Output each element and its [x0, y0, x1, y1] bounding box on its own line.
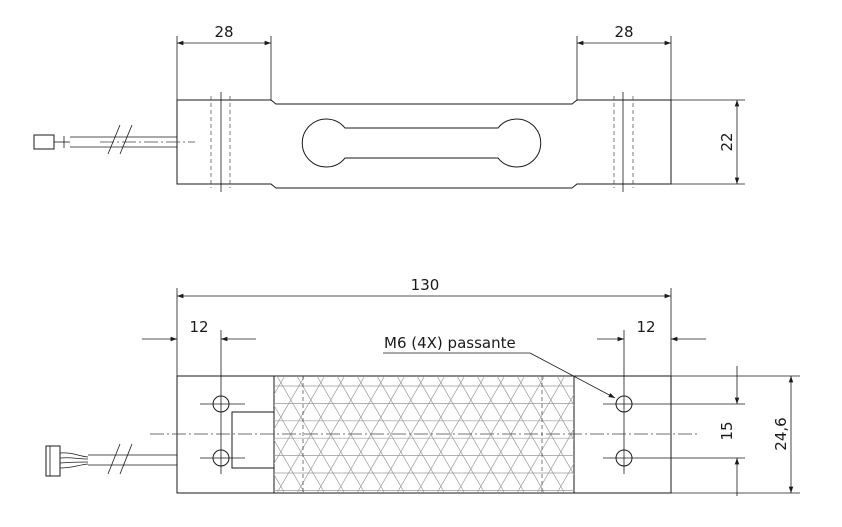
hatch-line: [657, 376, 725, 493]
hatch-line: [556, 462, 574, 493]
bottom-view: 130 12 12 M6 (4X) passante 15 24,6: [45, 276, 800, 496]
hatch-line: [577, 376, 645, 493]
hatch-line: [336, 376, 405, 493]
connector-jst: [45, 445, 61, 477]
callout-leader: [529, 352, 616, 399]
hatch-line: [316, 376, 385, 493]
hatch-line: [276, 376, 345, 493]
dim-hole-spacing-label: 15: [718, 421, 736, 440]
connector-plug: [33, 134, 55, 150]
dim-left-width-label: 28: [214, 23, 233, 41]
dim-total-length-label: 130: [411, 276, 440, 294]
dim-left-hole-offset-label: 12: [189, 318, 208, 336]
top-view: 28 28 22: [33, 23, 745, 192]
load-cell-top-outline: [176, 375, 672, 494]
dim-right-width-label: 28: [614, 23, 633, 41]
hatch-line: [396, 376, 465, 493]
hatch-line: [416, 376, 485, 493]
hatch-line: [197, 376, 265, 493]
hatch-line: [657, 376, 725, 493]
dumbbell-slot: [301, 118, 542, 168]
hole-callout-label: M6 (4X) passante: [384, 334, 516, 352]
hatch-line: [476, 376, 545, 493]
dim-right-hole-offset-label: 12: [636, 318, 655, 336]
hatch-line: [577, 376, 645, 493]
load-cell-side-outline: [176, 99, 672, 189]
hatch-line: [197, 376, 265, 493]
hatch-line: [274, 439, 305, 493]
hatch-line: [617, 376, 685, 493]
hatch-line: [496, 376, 565, 493]
hatch-line: [617, 376, 685, 493]
hatch-line: [436, 376, 505, 493]
hatch-line: [157, 376, 225, 493]
hatch-line: [274, 404, 325, 493]
hatch-line: [516, 376, 574, 476]
cable-entry-block: [231, 411, 275, 469]
hatch-line: [356, 376, 425, 493]
hatch-line: [157, 376, 225, 493]
hatch-line: [177, 376, 245, 493]
hatch-line: [274, 376, 305, 430]
hatch-line: [296, 376, 365, 493]
dim-body-height-label: 24,6: [772, 417, 790, 450]
hatch-line: [536, 376, 574, 441]
hatch-line: [376, 376, 445, 493]
hatch-line: [177, 376, 245, 493]
gauge-cover-hatch: [157, 376, 725, 493]
cable-top: [33, 124, 177, 155]
hatch-line: [556, 376, 574, 407]
dim-height-label: 22: [718, 132, 736, 151]
hatch-line: [456, 376, 525, 493]
cable-bottom: [45, 443, 177, 477]
